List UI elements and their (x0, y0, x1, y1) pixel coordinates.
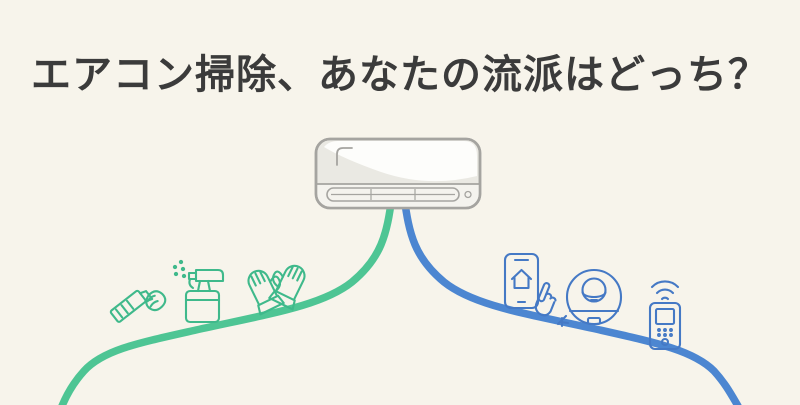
hand-brush-icon (109, 289, 167, 323)
remote-control-icon (648, 280, 682, 351)
robot-vacuum-icon (556, 268, 623, 328)
page-title: エアコン掃除、あなたの流派はどっち？ (31, 53, 769, 97)
spray-bottle-icon (172, 259, 225, 324)
air-conditioner-icon (314, 137, 482, 210)
ac-vent-grille (326, 187, 460, 202)
ac-indicator-light (464, 190, 472, 199)
smartphone-app-icon (503, 252, 557, 317)
rubber-gloves-icon (247, 264, 306, 316)
green-branch-line (58, 192, 396, 405)
blue-branch-line (400, 192, 742, 405)
